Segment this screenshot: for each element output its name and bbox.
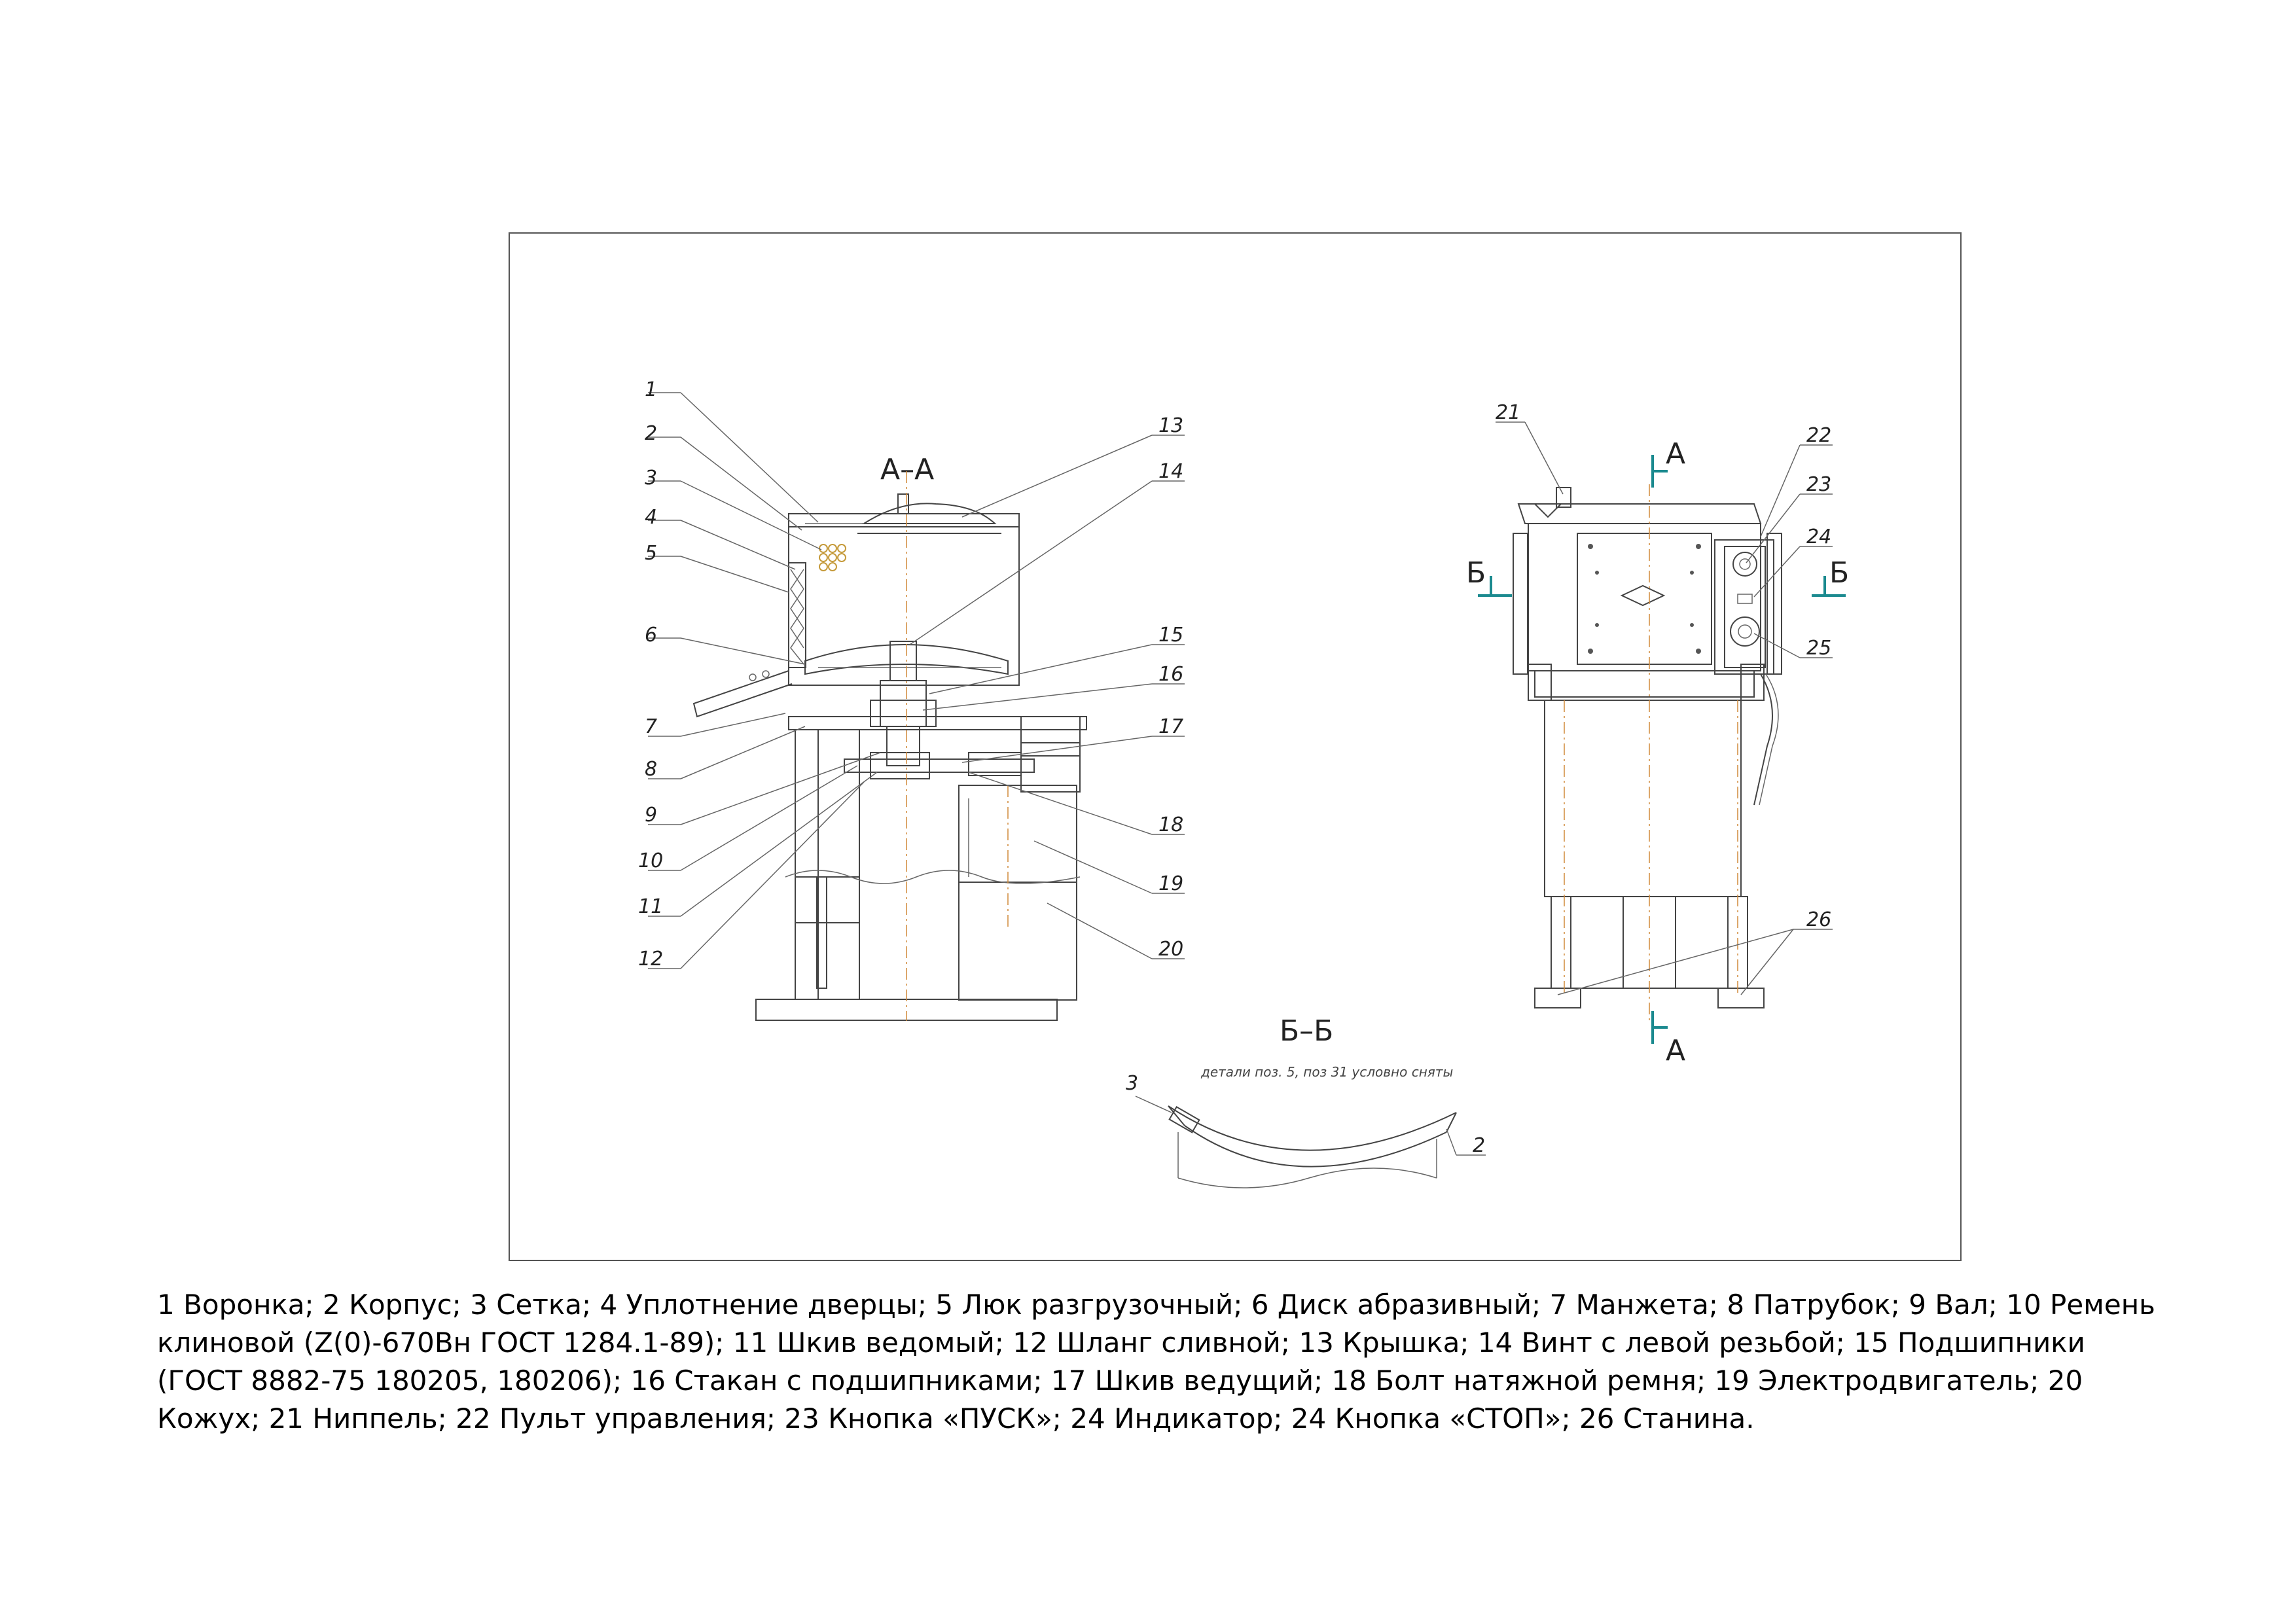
callout-12: 12 — [638, 948, 663, 971]
callout-10: 10 — [638, 849, 663, 872]
cut-a-bottom: А — [1666, 1034, 1685, 1067]
section-aa-title: А–А — [880, 453, 934, 486]
callout-4: 4 — [645, 506, 657, 529]
callout-24: 24 — [1806, 526, 1831, 548]
section-aa-view: А–А — [638, 378, 1185, 1021]
callout-2-bb: 2 — [1473, 1134, 1485, 1157]
callout-3-bb: 3 — [1126, 1072, 1138, 1095]
section-bb-view: Б–Б детали поз. 5, поз 31 условно сняты … — [1126, 1014, 1486, 1188]
callout-2: 2 — [645, 422, 657, 445]
cut-b-right: Б — [1829, 556, 1849, 590]
section-bb-note: детали поз. 5, поз 31 условно сняты — [1200, 1064, 1453, 1080]
callout-19: 19 — [1158, 872, 1183, 895]
callout-3: 3 — [645, 467, 657, 490]
callout-6: 6 — [645, 624, 657, 647]
drawing-frame — [509, 232, 1962, 1261]
callout-14: 14 — [1158, 460, 1183, 483]
callout-16: 16 — [1158, 663, 1183, 686]
callout-7: 7 — [645, 715, 657, 738]
callout-13: 13 — [1158, 414, 1183, 437]
callout-26: 26 — [1806, 908, 1831, 931]
callout-9: 9 — [645, 804, 657, 827]
callout-15: 15 — [1158, 624, 1183, 647]
callout-21: 21 — [1496, 401, 1520, 424]
parts-legend-caption: 1 Воронка; 2 Корпус; 3 Сетка; 4 Уплотнен… — [157, 1289, 2155, 1435]
front-view: А А Б Б — [1466, 401, 1849, 1067]
callout-22: 22 — [1806, 424, 1831, 447]
callout-25: 25 — [1806, 637, 1831, 660]
callout-17: 17 — [1158, 715, 1183, 738]
callout-23: 23 — [1806, 473, 1831, 496]
callout-5: 5 — [645, 542, 657, 565]
callout-11: 11 — [638, 895, 663, 918]
callout-18: 18 — [1158, 813, 1183, 836]
callout-1: 1 — [645, 378, 657, 401]
section-bb-title: Б–Б — [1280, 1014, 1333, 1048]
callout-20: 20 — [1158, 938, 1183, 961]
callout-8: 8 — [645, 758, 657, 781]
cut-a-top: А — [1666, 437, 1685, 471]
cut-b-left: Б — [1466, 556, 1486, 590]
